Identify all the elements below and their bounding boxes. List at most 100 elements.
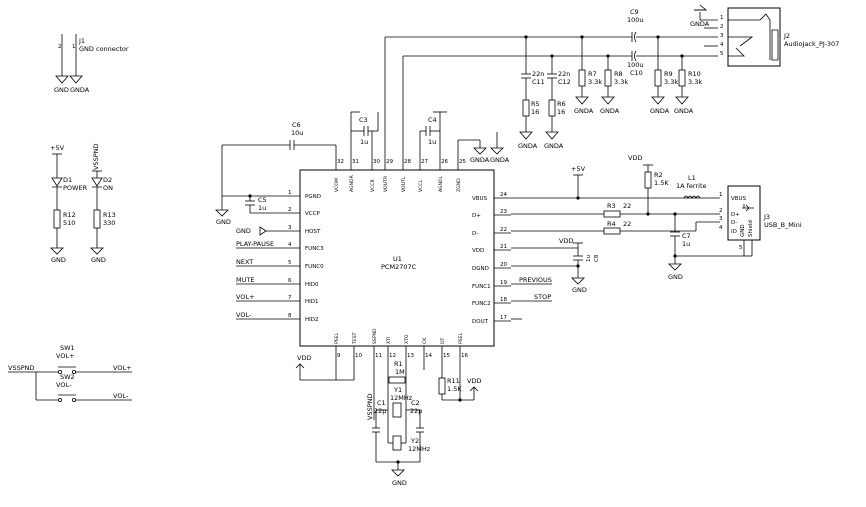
ic-pin-number: 27 bbox=[421, 159, 428, 165]
c6-value: 10u bbox=[291, 129, 303, 137]
switch-net-label: VSSPND bbox=[8, 364, 35, 372]
ic-pin-name: FUNC1 bbox=[472, 284, 491, 290]
resistor-r5-icon bbox=[522, 99, 530, 117]
play-pause-net-label: PLAY-PAUSE bbox=[236, 240, 274, 248]
r2-value: 1.5K bbox=[654, 179, 669, 187]
ic-pin-number: 1 bbox=[288, 190, 292, 196]
j2-value: AudioJack_PJ-307 bbox=[784, 40, 839, 48]
stop-net-label: STOP bbox=[534, 293, 551, 301]
j3-vbus-label: VBUS bbox=[731, 196, 747, 202]
r9-gnda-label: GNDA bbox=[650, 107, 670, 115]
sw1-net-label: VOL+ bbox=[113, 364, 132, 372]
ic-pin-number: 11 bbox=[375, 353, 382, 359]
ic-pin-number: 21 bbox=[500, 244, 507, 250]
r4-value: 22 bbox=[623, 220, 631, 228]
j3-body bbox=[727, 185, 761, 241]
ic-pin-number: 22 bbox=[500, 227, 507, 233]
c8-vdd-label: VDD bbox=[559, 237, 573, 245]
j3-pin3: 3 bbox=[719, 216, 723, 222]
ic-pin-number: 9 bbox=[337, 353, 341, 359]
gnda-icon bbox=[490, 147, 504, 155]
r13-ref: R13 bbox=[103, 211, 116, 219]
zgnd-gnda-label-2: GNDA bbox=[490, 156, 510, 164]
j3-pin4: 4 bbox=[719, 225, 723, 231]
crystal-gnd-label: GND bbox=[392, 479, 407, 487]
c12-value: 22n bbox=[558, 70, 570, 78]
j1-ref: J1 bbox=[78, 37, 85, 45]
gnd-icon bbox=[55, 75, 69, 84]
r6-ref: R6 bbox=[557, 100, 566, 108]
r10-gnda-label: GNDA bbox=[674, 107, 694, 115]
resistor-r4-icon bbox=[603, 227, 621, 235]
d2-supply-label: VSSPND bbox=[92, 144, 100, 171]
d2-value: ON bbox=[103, 184, 113, 192]
j1-value: GND connector bbox=[79, 45, 129, 53]
c6-ref: C6 bbox=[292, 121, 301, 129]
r5-gnda-label: GNDA bbox=[518, 142, 538, 150]
resistor-r11-icon bbox=[438, 377, 446, 395]
j2-pin1: 1 bbox=[720, 15, 724, 21]
c8-ref: C8 bbox=[594, 254, 600, 262]
next-net-label: NEXT bbox=[236, 258, 253, 266]
sspnd-net-label: VSSPND bbox=[366, 394, 374, 421]
r7-gnda-label: GNDA bbox=[574, 107, 594, 115]
ic-pin-number: 3 bbox=[288, 225, 292, 231]
c2-value: 22p bbox=[410, 407, 422, 415]
ic-pin-name: VCCP bbox=[305, 211, 320, 217]
j3-pin1: 1 bbox=[719, 192, 723, 198]
c8-value: 1u bbox=[586, 255, 592, 262]
y2-value: 12MHz bbox=[408, 445, 431, 453]
ferrite-l1-icon bbox=[683, 195, 701, 199]
ic-u1: U1 PCM2707C 1PGND2VCCP3HOST4FUNC35FUNC06… bbox=[283, 154, 511, 362]
gnda-icon bbox=[601, 96, 615, 105]
crystal-y1-icon bbox=[392, 402, 402, 418]
j1-pin2-number: 2 bbox=[58, 44, 62, 50]
j3-id-label: ID bbox=[731, 229, 737, 235]
gnd-icon bbox=[391, 469, 405, 477]
r11-ref: R11 bbox=[447, 377, 460, 385]
ic-pin-name: HID2 bbox=[305, 317, 319, 323]
ic-pin-name: D- bbox=[472, 231, 478, 237]
ic-pin-number: 25 bbox=[459, 159, 466, 165]
ic-pin-number: 12 bbox=[389, 353, 396, 359]
ic-pin-number: 18 bbox=[500, 297, 507, 303]
resistor-r12-icon bbox=[53, 209, 61, 229]
ic-pin-name: XTI bbox=[386, 337, 392, 344]
psel-vdd-label: VDD bbox=[297, 354, 311, 362]
d2-gnd-label: GND bbox=[91, 256, 106, 264]
gnda-icon bbox=[519, 131, 533, 140]
resistor-r10-icon bbox=[678, 69, 686, 87]
zgnd-gnda-label-1: GNDA bbox=[470, 156, 490, 164]
ic-pin-number: 14 bbox=[425, 353, 432, 359]
gnd-icon bbox=[571, 277, 585, 285]
r8-gnda-label: GNDA bbox=[600, 107, 620, 115]
j3-dm-label: D- bbox=[731, 220, 737, 226]
d1-gnd-label: GND bbox=[51, 256, 66, 264]
j2-pin4: 4 bbox=[720, 42, 724, 48]
ic-pin-name: VCCR bbox=[370, 178, 376, 192]
r8-value: 3.3k bbox=[614, 78, 628, 86]
j3-value: USB_B_Mini bbox=[764, 221, 802, 229]
ic-pin-name: D+ bbox=[472, 213, 481, 219]
r12-ref: R12 bbox=[63, 211, 76, 219]
ic-pin-name: CK bbox=[422, 337, 428, 344]
r4-ref: R4 bbox=[607, 220, 616, 228]
c7-value: 1u bbox=[682, 240, 690, 248]
sw2-value: VOL- bbox=[56, 381, 72, 389]
p5v-label: +5V bbox=[571, 165, 586, 173]
gnd-icon bbox=[50, 247, 64, 255]
sw1-ref: SW1 bbox=[60, 344, 75, 352]
ic-pin-name: FUNC3 bbox=[305, 246, 324, 252]
ic-u1-body bbox=[299, 169, 495, 347]
ic-pin-number: 23 bbox=[500, 209, 507, 215]
ic-pin-name: AGNDR bbox=[349, 174, 355, 192]
gnd-icon bbox=[668, 263, 682, 271]
l1-value: 1A ferrite bbox=[676, 182, 707, 190]
ic-pin-number: 31 bbox=[352, 159, 359, 165]
led-d1-icon bbox=[51, 177, 63, 188]
crystal-y2-icon bbox=[392, 435, 402, 451]
gnd-icon bbox=[90, 247, 104, 255]
ic-pin-name: VOUTL bbox=[401, 176, 407, 192]
c2-ref: C2 bbox=[411, 399, 420, 407]
ic-pin-number: 17 bbox=[500, 315, 507, 321]
